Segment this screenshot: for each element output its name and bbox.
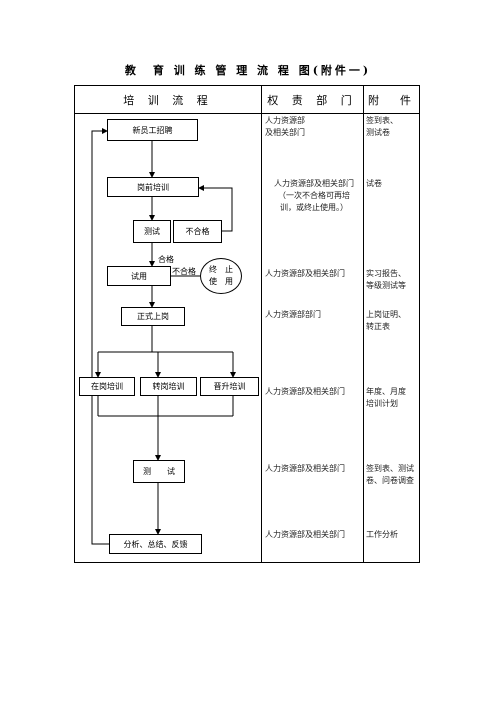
dept-cell: 人力资源部 及相关部门 — [265, 116, 305, 137]
fail-label-box: 不合格 — [173, 220, 222, 243]
dept-cell: 人力资源部及相关部门 — [265, 269, 345, 278]
terminate-label: 终 止 — [209, 265, 233, 274]
attachment-cell: 签到表、 测试卷 — [366, 116, 398, 137]
flow-table: 培 训 流 程 权 责 部 门 附 件 — [74, 85, 420, 563]
step-label: 晋升培训 — [213, 382, 246, 391]
fail-label: 不合格 — [185, 227, 210, 236]
document-title: 教 育 训 练 管 理 流 程 图(附件一) — [124, 64, 372, 77]
header-flow: 培 训 流 程 — [123, 94, 213, 107]
step-onjob-training: 在岗培训 — [79, 377, 135, 396]
attachment-cell: 试卷 — [366, 179, 382, 188]
step-regular-position: 正式上岗 — [121, 307, 185, 326]
step-label: 测 试 — [143, 467, 175, 476]
attachment-cell: 工作分析 — [366, 530, 398, 539]
step-final-test: 测 试 — [133, 460, 185, 483]
pass-label: 合格 — [158, 254, 174, 265]
column-divider — [261, 86, 262, 562]
attachment-cell: 年度、月度 培训计划 — [366, 387, 406, 408]
step-label: 测试 — [144, 227, 160, 236]
attachment-cell: 实习报告、 等级测试等 — [366, 269, 406, 290]
dept-cell: 人力资源部及相关部门 （一次不合格可再培 训，或终止使用。） — [274, 179, 354, 212]
step-label: 新员工招聘 — [132, 125, 173, 135]
header-dept: 权 责 部 门 — [267, 94, 357, 107]
attachment-cell: 签到表、测试 卷、问卷调查 — [366, 464, 414, 485]
step-trial: 试用 — [107, 266, 171, 286]
header-attachment: 附 件 — [368, 94, 416, 107]
fail-label: 不合格 — [172, 267, 196, 276]
step-label: 试用 — [131, 271, 147, 281]
step-test: 测试 — [133, 220, 171, 243]
step-label: 岗前培训 — [137, 182, 169, 192]
step-analysis-feedback: 分析、总结、反馈 — [109, 534, 202, 554]
step-promotion-training: 晋升培训 — [200, 377, 259, 396]
header-divider — [75, 113, 419, 114]
column-divider — [363, 86, 364, 562]
step-label: 转岗培训 — [152, 382, 185, 391]
step-pre-job-training: 岗前培训 — [107, 177, 199, 197]
dept-cell: 人力资源部及相关部门 — [265, 530, 345, 539]
step-terminate: 终 止 使 用 — [200, 258, 242, 294]
dept-cell: 人力资源部及相关部门 — [265, 464, 345, 473]
dept-cell: 人力资源部部门 — [265, 310, 321, 319]
dept-cell: 人力资源部及相关部门 — [265, 387, 345, 396]
step-label: 正式上岗 — [137, 312, 169, 321]
attachment-cell: 上岗证明、 转正表 — [366, 310, 406, 331]
terminate-label: 使 用 — [209, 277, 233, 286]
step-label: 分析、总结、反馈 — [123, 539, 188, 549]
step-new-hire: 新员工招聘 — [107, 119, 198, 141]
step-transfer-training: 转岗培训 — [140, 377, 197, 396]
step-label: 在岗培训 — [91, 382, 123, 391]
